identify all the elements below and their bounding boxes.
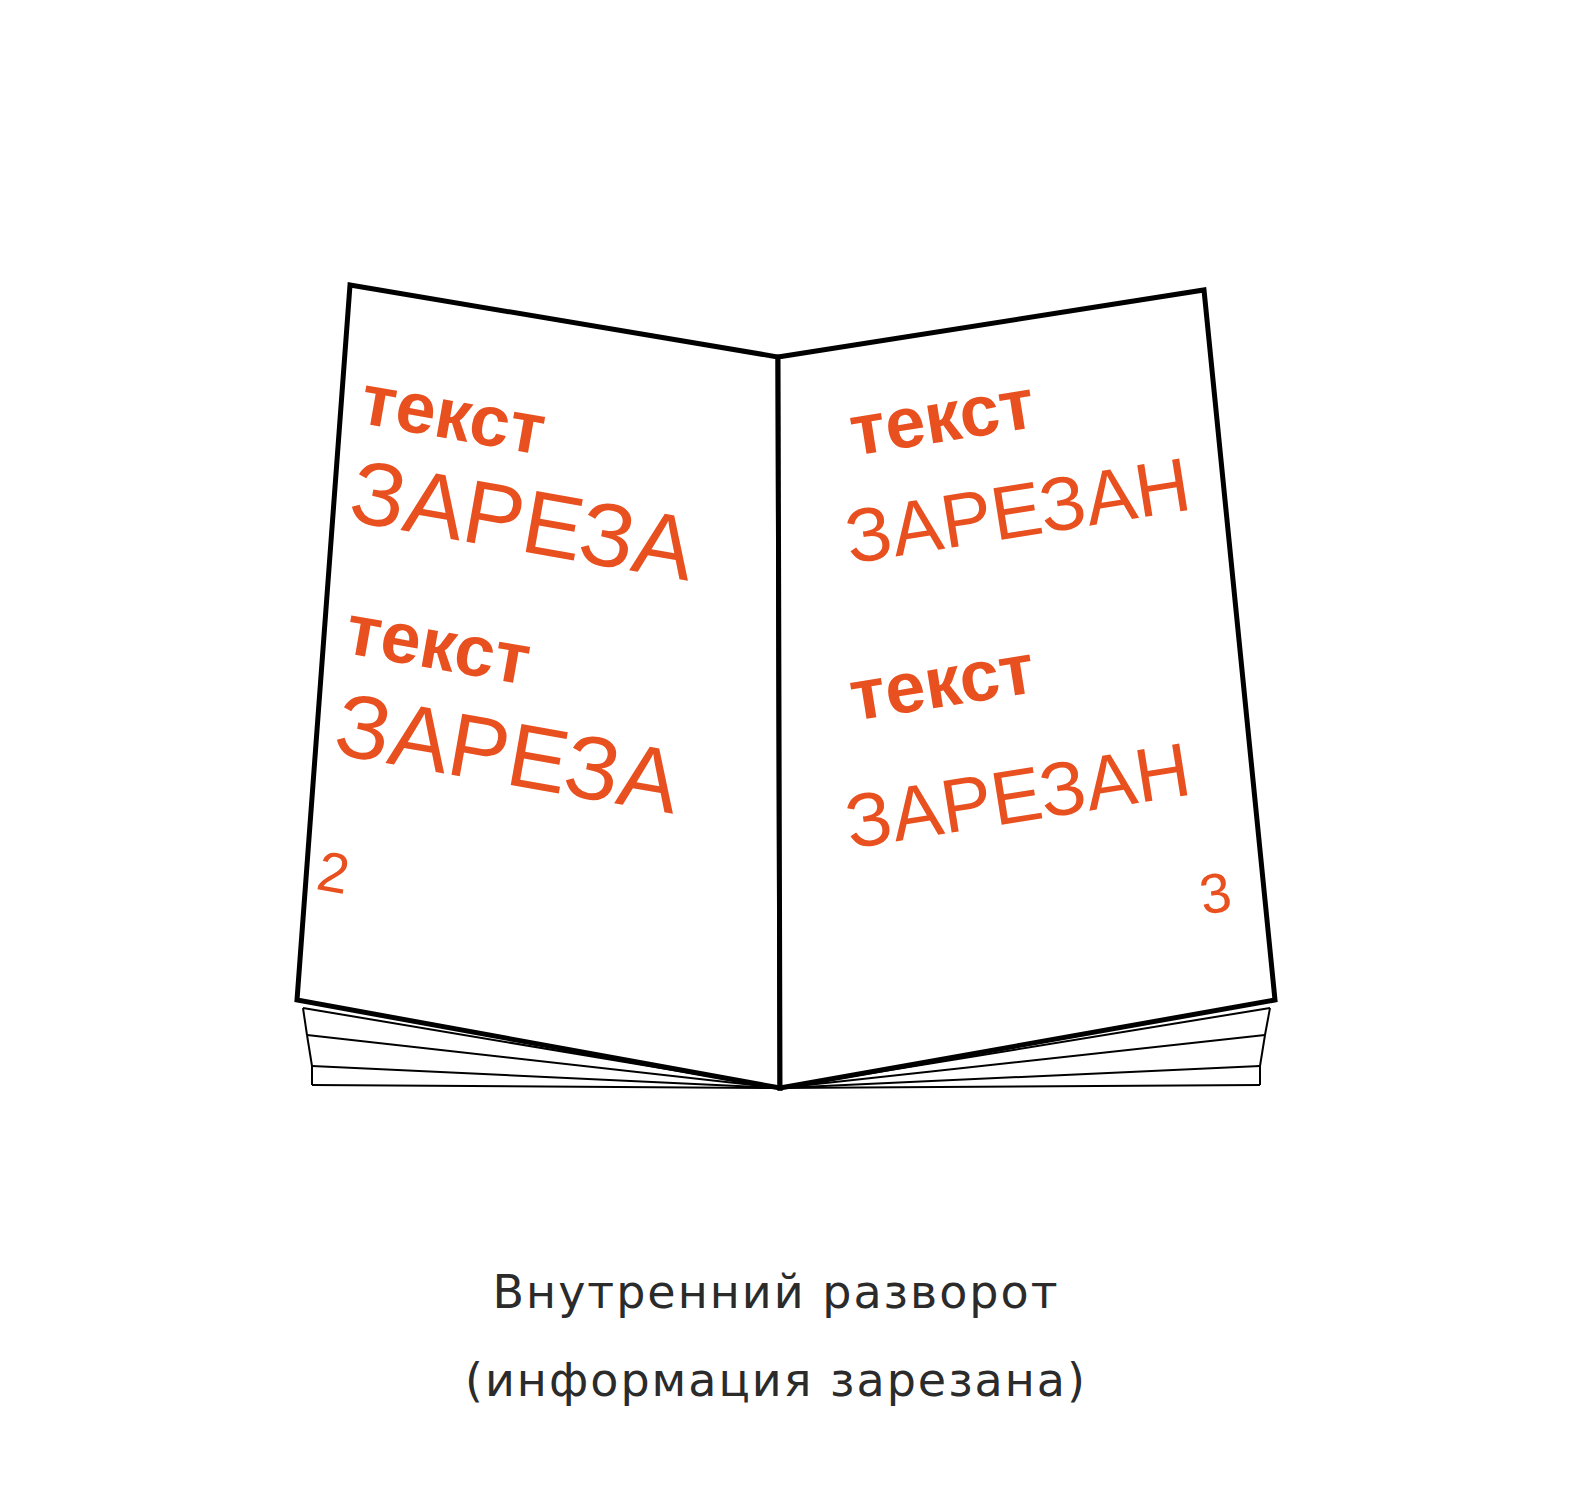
left-page <box>297 285 780 1088</box>
caption: Внутренний разворот (информация зарезана… <box>396 1248 1156 1424</box>
right-page <box>778 290 1275 1088</box>
fold-line <box>779 360 780 1085</box>
